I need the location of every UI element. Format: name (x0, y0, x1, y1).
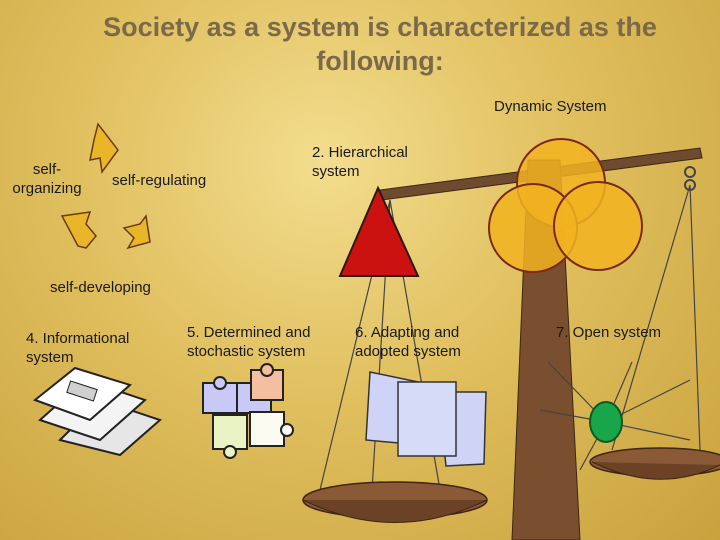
scale-ring (684, 179, 696, 191)
floppy-label (66, 380, 98, 402)
cycle-arrow-left (60, 211, 97, 249)
venn-circle (553, 181, 643, 271)
puzzle-knob (260, 363, 274, 377)
scale-chain (611, 184, 691, 451)
label-open-system: 7. Open system (556, 324, 662, 341)
label-dynamic-system: Dynamic System (494, 98, 607, 115)
label-self-organizing: self-organizing (12, 161, 82, 197)
cycle-arrow-right (122, 214, 151, 250)
hierarchy-triangle-icon (338, 185, 420, 277)
document-sheet (397, 381, 457, 457)
label-adapting-adopted-system: 6. Adapting and adopted system (355, 324, 461, 360)
puzzle-piece (249, 411, 285, 447)
label-determined-stochastic-system: 5. Determined and stochastic system (187, 324, 311, 360)
puzzle-pieces-icon (202, 363, 294, 459)
label-self-developing: self-developing (50, 279, 151, 296)
documents-icon (365, 371, 487, 467)
network-node (589, 401, 623, 443)
puzzle-knob (280, 423, 294, 437)
scale-pan-left-bowl (302, 499, 488, 523)
puzzle-knob (213, 376, 227, 390)
network-node-icon (539, 361, 691, 471)
slide-title: Society as a system is characterized as … (103, 12, 657, 76)
scale-chain (689, 184, 701, 451)
puzzle-knob (223, 445, 237, 459)
scale-ring (684, 166, 696, 178)
cycle-arrow-top (89, 122, 119, 174)
label-hierarchical-system: 2. Hierarchical system (312, 144, 408, 180)
scale-pan-right-bowl (591, 461, 720, 480)
floppy-disks-icon (32, 366, 162, 457)
venn-circles-icon (488, 138, 643, 273)
label-informational-system: 4. Informational system (26, 330, 130, 366)
label-self-regulating: self-regulating (112, 172, 207, 189)
puzzle-piece (212, 414, 248, 450)
cycle-arrow-icon (60, 122, 151, 250)
